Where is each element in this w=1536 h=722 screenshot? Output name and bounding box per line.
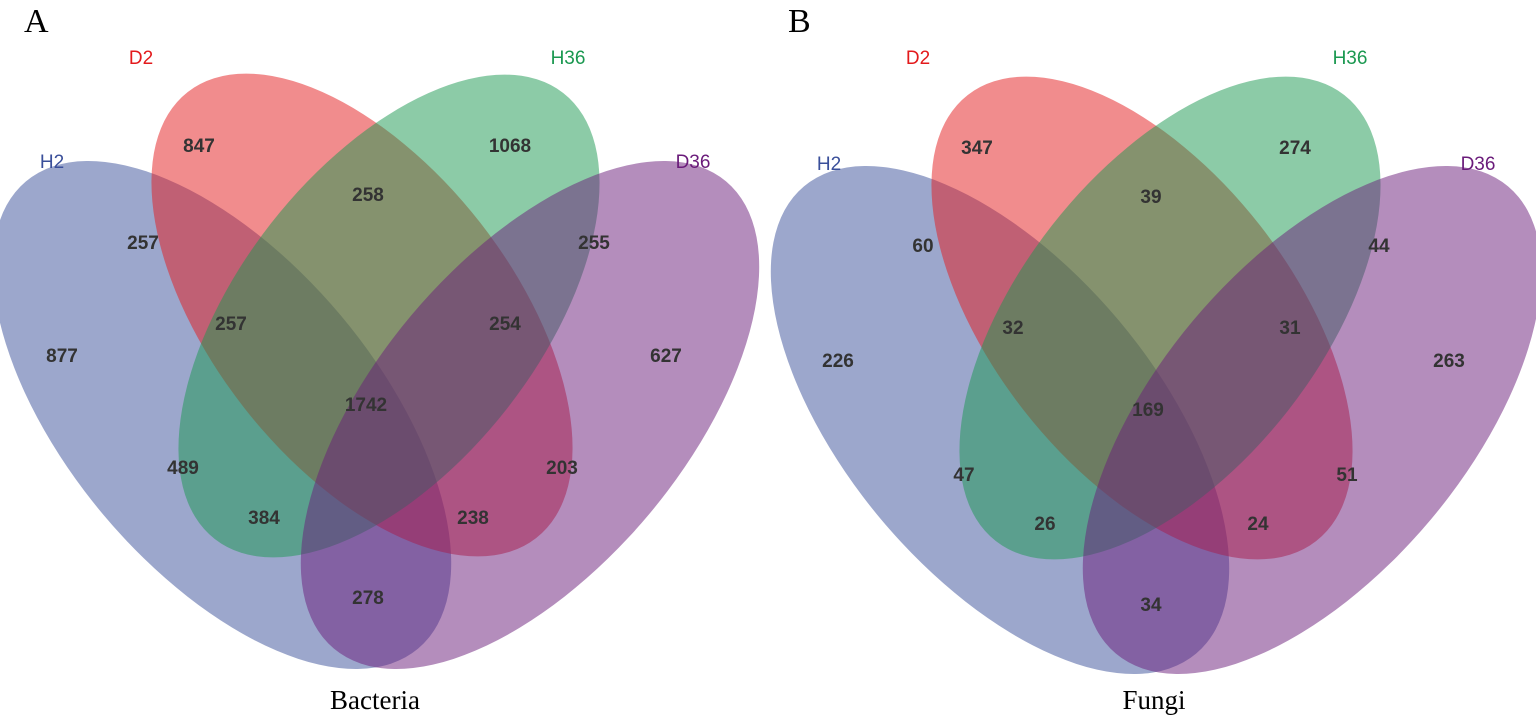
region-count-d2-d36: 203 (546, 458, 578, 479)
panel-b-letter: B (788, 3, 811, 40)
region-count-h36-d36: 44 (1368, 236, 1390, 257)
region-count-h2-d2-h36: 257 (215, 314, 247, 335)
region-count-h2-d36: 278 (352, 588, 384, 609)
venn-ellipse-d36 (1082, 166, 1536, 674)
region-count-h2-h36: 47 (953, 465, 974, 486)
region-count-all: 169 (1132, 400, 1164, 421)
region-count-h2-d2-d36: 24 (1247, 514, 1269, 535)
region-count-h2-d2-h36: 32 (1002, 318, 1023, 339)
region-count-all: 1742 (345, 395, 387, 416)
venn-ellipse-h36 (959, 76, 1381, 560)
venn-ellipse-d36 (300, 161, 760, 669)
region-count-h2-d2: 60 (912, 236, 933, 257)
panel-a: A H2 D2 H36 D36 877 847 1068 627 257 258… (0, 3, 760, 715)
set-label-h36: H36 (551, 48, 586, 69)
region-count-h36-only: 1068 (489, 136, 531, 157)
region-count-h2-h36: 489 (167, 458, 199, 479)
venn-ellipse-h36 (178, 74, 600, 558)
region-count-h2-d2-d36: 238 (457, 508, 489, 529)
panel-b-caption: Fungi (1122, 685, 1185, 715)
region-count-d2-h36: 258 (352, 185, 384, 206)
region-count-d36-only: 627 (650, 346, 682, 367)
set-label-d2: D2 (906, 48, 930, 69)
region-count-d2-h36-d36: 31 (1279, 318, 1301, 339)
set-label-d36: D36 (1461, 154, 1496, 175)
panel-a-caption: Bacteria (330, 685, 420, 715)
region-count-d2-h36: 39 (1140, 187, 1161, 208)
set-label-d36: D36 (676, 152, 711, 173)
region-count-h2-h36-d36: 384 (248, 508, 280, 529)
panel-b: B H2 D2 H36 D36 226 347 274 263 60 39 44… (770, 3, 1536, 715)
region-count-d2-h36-d36: 254 (489, 314, 521, 335)
region-count-h2-d2: 257 (127, 233, 159, 254)
region-count-h2-d36: 34 (1140, 595, 1162, 616)
region-count-d2-only: 847 (183, 136, 215, 157)
region-count-h36-only: 274 (1279, 138, 1311, 159)
region-count-h2-only: 877 (46, 346, 78, 367)
region-count-h36-d36: 255 (578, 233, 610, 254)
panel-a-letter: A (24, 3, 49, 40)
region-count-d36-only: 263 (1433, 351, 1465, 372)
region-count-h2-only: 226 (822, 351, 854, 372)
region-count-d2-d36: 51 (1336, 465, 1358, 486)
region-count-h2-h36-d36: 26 (1034, 514, 1055, 535)
set-label-h2: H2 (40, 152, 64, 173)
set-label-h36: H36 (1333, 48, 1368, 69)
region-count-d2-only: 347 (961, 138, 993, 159)
set-label-h2: H2 (817, 154, 841, 175)
set-label-d2: D2 (129, 48, 153, 69)
